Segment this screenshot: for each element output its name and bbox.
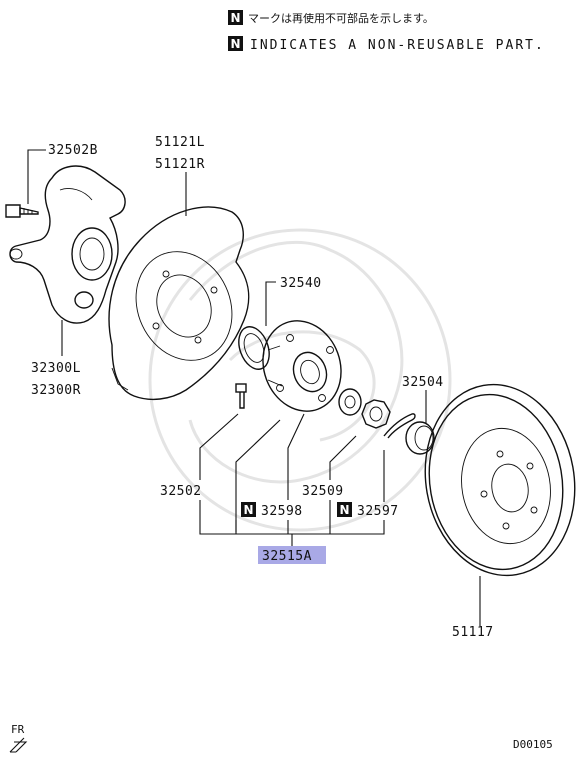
- label-32300L: 32300L: [31, 361, 81, 376]
- brake-rotor: [424, 383, 576, 577]
- label-32515A[interactable]: 32515A: [262, 549, 312, 564]
- knuckle-bolt: [5, 204, 39, 218]
- label-32502: 32502: [160, 484, 202, 499]
- label-51117: 51117: [452, 625, 494, 640]
- label-32598: 32598: [261, 504, 303, 519]
- label-32300R: 32300R: [31, 383, 81, 398]
- label-51121L: 51121L: [155, 135, 205, 150]
- badge-letter: N: [230, 37, 240, 51]
- front-direction-label: FR: [11, 723, 25, 736]
- legend-text-en: INDICATES A NON-REUSABLE PART.: [250, 38, 545, 53]
- label-32597: 32597: [357, 504, 399, 519]
- cotter-pin: [383, 413, 416, 439]
- legend: N マークは再使用不可部品を示します。 N INDICATES A NON-RE…: [228, 10, 545, 53]
- leader-lines: [27, 149, 481, 626]
- label-51121R: 51121R: [155, 157, 205, 172]
- steering-knuckle: [9, 165, 126, 324]
- dust-shield: [108, 206, 250, 401]
- badge-letter: N: [339, 503, 349, 517]
- label-32504: 32504: [402, 375, 444, 390]
- badge-letter: N: [243, 503, 253, 517]
- legend-text-jp: マークは再使用不可部品を示します。: [248, 11, 434, 25]
- label-32502B: 32502B: [48, 143, 98, 158]
- hub-bearing: [238, 320, 342, 412]
- diagram-code: D00105: [513, 738, 553, 751]
- hub-nut: [338, 388, 362, 416]
- front-arrow-icon: [9, 737, 28, 753]
- non-reusable-badge: [337, 502, 352, 517]
- non-reusable-badge: [228, 10, 243, 25]
- non-reusable-badge: [241, 502, 256, 517]
- label-32540: 32540: [280, 276, 322, 291]
- assembly-highlight: [258, 546, 326, 564]
- hub-bolt: [235, 383, 247, 409]
- grease-cap: [405, 421, 435, 455]
- label-32509: 32509: [302, 484, 344, 499]
- lock-cap: [361, 399, 391, 429]
- badge-letter: N: [230, 11, 240, 25]
